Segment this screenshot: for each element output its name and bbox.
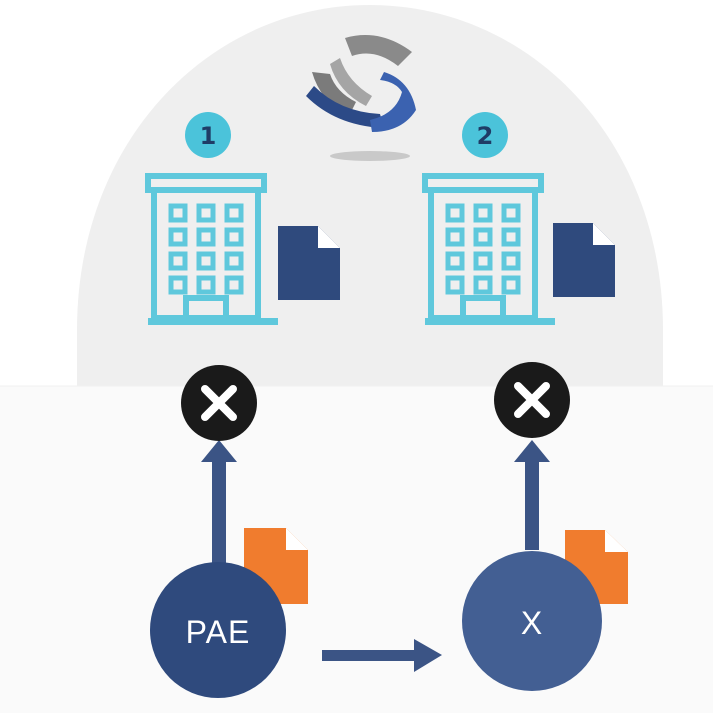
arrow-icon <box>322 639 442 672</box>
building-icon <box>145 173 278 325</box>
step-badge-label: 2 <box>477 122 494 150</box>
arrow-icon <box>201 440 237 570</box>
node-pae-label: PAE <box>186 614 251 650</box>
step-badge-label: 1 <box>200 122 217 150</box>
blocked-x-icon <box>181 365 257 441</box>
globe-logo-icon <box>306 35 416 161</box>
step-badge-1: 1 <box>185 112 231 158</box>
blocked-x-icon <box>494 362 570 438</box>
arrow-icon <box>514 440 550 550</box>
node-pae: PAE <box>150 562 286 698</box>
building-icon <box>422 173 555 325</box>
branch-2: 2 <box>422 112 615 325</box>
node-x-label: X <box>521 605 543 641</box>
step-badge-2: 2 <box>462 112 508 158</box>
node-x: X <box>462 551 602 691</box>
branch-1: 1 <box>145 112 340 325</box>
